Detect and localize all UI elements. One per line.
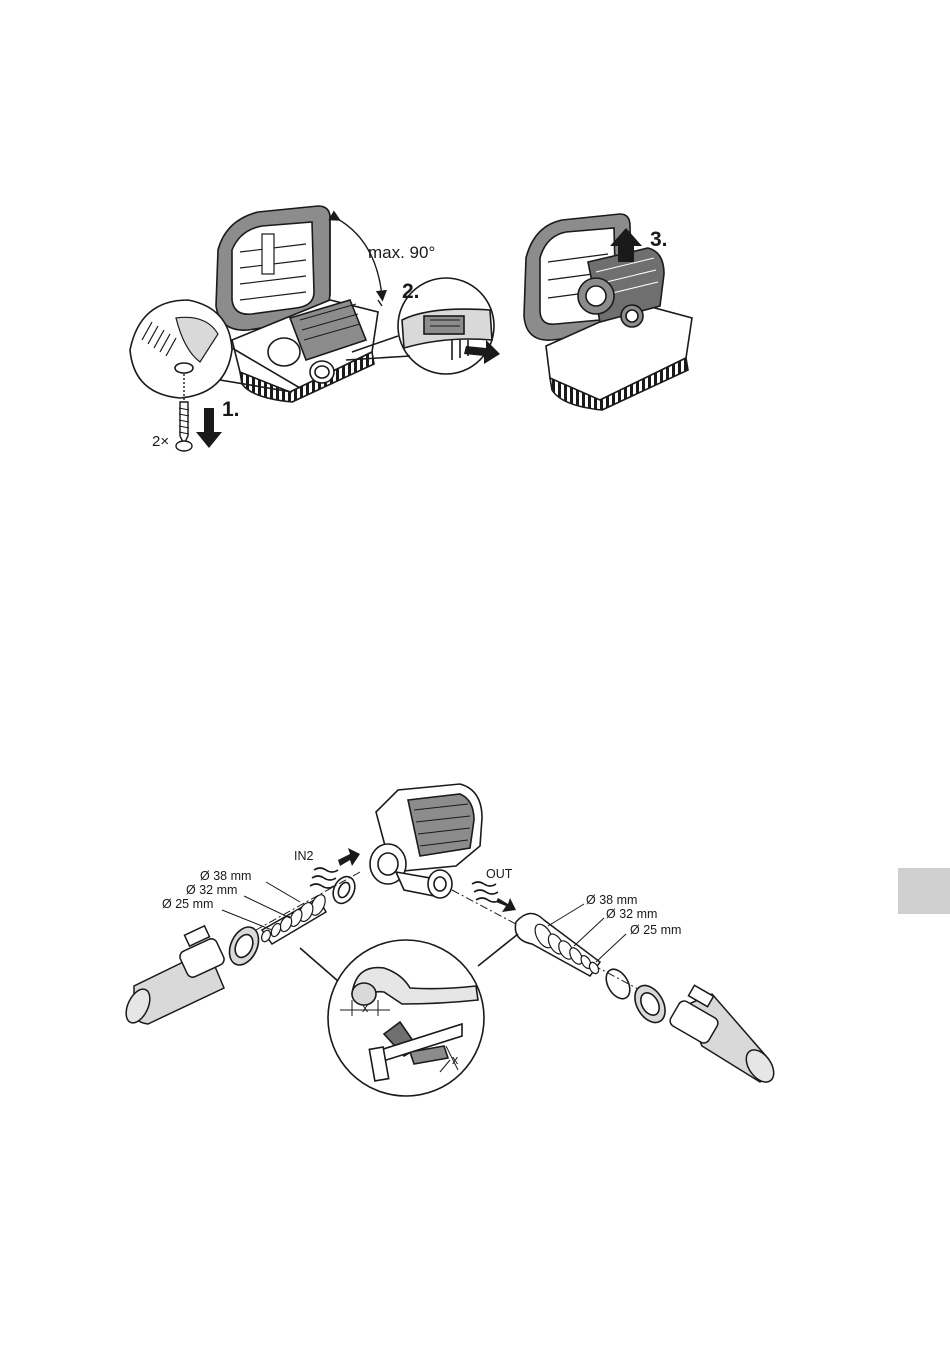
cut-length-label-2: x [452,1053,459,1067]
step-3-label: 3. [650,228,668,251]
union-nut-right [629,980,672,1028]
seal-ring-left [329,873,359,907]
hose-right [668,985,779,1087]
water-flow-in-icon [310,868,338,888]
water-flow-out-icon [472,882,500,902]
screw-count-label: 2× [152,433,169,450]
left-size-2: Ø 32 mm [186,883,237,897]
pump-unit [370,784,482,898]
right-size-3: Ø 25 mm [630,923,681,937]
left-size-3: Ø 25 mm [162,897,213,911]
hose-cut-detail-bubble [300,934,518,1096]
outlet-label: OUT [486,867,513,881]
hose-left [121,926,226,1027]
cut-length-label-1: x [362,1001,369,1015]
opened-pump-housing [216,206,378,402]
chapter-tab-marker [898,868,950,914]
arrow-in-icon [338,848,360,866]
arrow-down-icon [196,408,222,448]
step-1-label: 1. [222,398,240,421]
angle-label: max. 90° [368,243,435,262]
right-size-2: Ø 32 mm [606,907,657,921]
right-size-1: Ø 38 mm [586,893,637,907]
hose-adapter-right [515,913,600,976]
hose-adapter-left [260,892,328,944]
left-size-1: Ø 38 mm [200,869,251,883]
arrow-out-icon [496,898,516,912]
inlet-label: IN2 [294,849,314,863]
seal-ring-right [601,965,634,1003]
union-nut-left [224,922,264,969]
step-2-label: 2. [402,280,420,303]
